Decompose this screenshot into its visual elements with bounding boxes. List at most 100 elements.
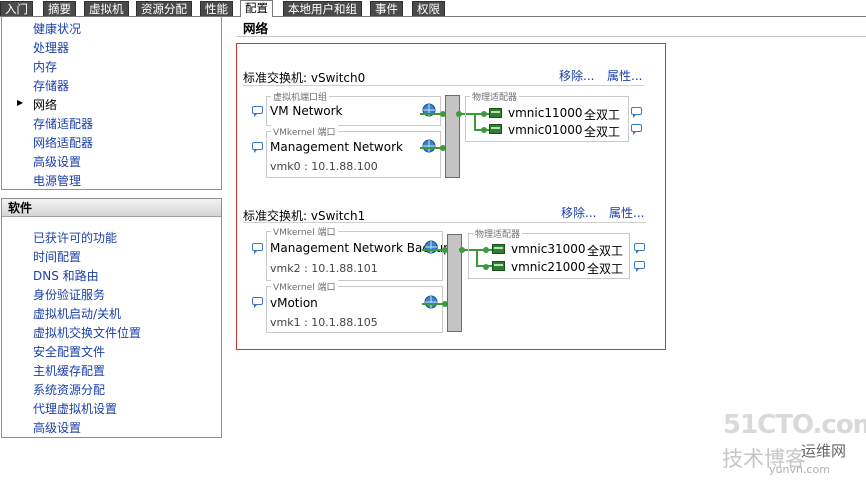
nav-security-profile[interactable]: 安全配置文件 xyxy=(33,345,106,359)
tab-summary[interactable]: 摘要 xyxy=(43,1,76,16)
vswitch0-physical-adapters: 物理适配器 xyxy=(465,90,629,142)
vswitch0-uplink-dot xyxy=(456,111,462,117)
portgroup-kind-label: 虚拟机端口组 xyxy=(271,90,330,103)
nav-networking[interactable]: 网络 xyxy=(33,98,58,112)
vswitch1-portgroup-mgmt-backup[interactable]: VMkernel 端口 Management Network Backup vm… xyxy=(266,225,451,281)
vswitch0-divider xyxy=(243,85,644,86)
vswitch1-port-dot xyxy=(442,301,448,307)
nav-advanced-settings-software[interactable]: 高级设置 xyxy=(33,421,82,435)
highlight-box xyxy=(236,43,666,350)
software-panel-title: 软件 xyxy=(2,199,221,217)
vmkernel-globe-icon xyxy=(424,295,438,309)
vmnic2-info-icon[interactable] xyxy=(634,261,645,272)
vswitch1-remove-link[interactable]: 移除... xyxy=(561,206,597,220)
vswitch0-title: 标准交换机: vSwitch0 xyxy=(243,71,366,85)
vswitch0-vm-network-info-icon[interactable] xyxy=(252,106,263,117)
vmnic2-speed: 1000 xyxy=(555,260,586,274)
vswitch0-remove-link[interactable]: 移除... xyxy=(559,69,595,83)
vmnic2-duplex: 全双工 xyxy=(587,262,624,276)
portgroup-name: VM Network xyxy=(270,104,343,118)
tab-events[interactable]: 事件 xyxy=(370,1,403,16)
vswitch0-bus xyxy=(445,95,460,178)
vswitch0-mgmt-network-info-icon[interactable] xyxy=(252,142,263,153)
vmnic3-name[interactable]: vmnic3 xyxy=(511,242,555,256)
tab-getting-started[interactable]: 入门 xyxy=(0,1,33,16)
vmnic1-name[interactable]: vmnic1 xyxy=(508,106,552,120)
hardware-panel: 健康状况 处理器 内存 存储器 ▶ 网络 存储适配器 网络适配器 高级设置 电源… xyxy=(1,17,222,190)
vmnic1-duplex: 全双工 xyxy=(584,108,621,122)
vmnic-dot xyxy=(481,127,487,133)
nic-card-icon xyxy=(492,244,505,254)
nav-dns-routing[interactable]: DNS 和路由 xyxy=(33,269,99,283)
vmnic2-name[interactable]: vmnic2 xyxy=(511,260,555,274)
vmkernel-globe-icon xyxy=(422,139,436,153)
nav-agent-vm-settings[interactable]: 代理虚拟机设置 xyxy=(33,402,118,416)
vswitch0-portgroup-management-network[interactable]: VMkernel 端口 Management Network vmk0 : 10… xyxy=(266,125,441,178)
vmnic-dot xyxy=(483,247,489,253)
vswitch1-vmotion-info-icon[interactable] xyxy=(252,297,263,308)
nav-health-status[interactable]: 健康状况 xyxy=(33,22,82,36)
vmnic3-info-icon[interactable] xyxy=(634,243,645,254)
vmkernel-globe-icon xyxy=(424,240,438,254)
nav-time-configuration[interactable]: 时间配置 xyxy=(33,250,82,264)
vswitch1-uplink-branch xyxy=(476,249,478,267)
vswitch1-port-dot xyxy=(442,247,448,253)
nav-memory[interactable]: 内存 xyxy=(33,60,58,74)
vswitch0-wire-vm xyxy=(420,113,444,115)
vmkernel-address: vmk0 : 10.1.88.100 xyxy=(270,160,378,173)
vmnic0-name[interactable]: vmnic0 xyxy=(508,123,552,137)
vmnic1-speed: 1000 xyxy=(552,106,583,120)
vswitch1-wire-backup xyxy=(422,249,448,251)
nav-host-cache-configuration[interactable]: 主机缓存配置 xyxy=(33,364,106,378)
vmnic-dot xyxy=(481,111,487,117)
nav-system-resource-allocation[interactable]: 系统资源分配 xyxy=(33,383,106,397)
vswitch0-portgroup-vm-network[interactable]: 虚拟机端口组 VM Network xyxy=(266,90,441,126)
vswitch1-divider xyxy=(243,222,646,223)
vmnic0-duplex: 全双工 xyxy=(584,125,621,139)
nav-network-adapters[interactable]: 网络适配器 xyxy=(33,136,94,150)
page-title: 网络 xyxy=(243,21,269,36)
title-divider xyxy=(237,36,866,37)
nav-storage-adapters[interactable]: 存储适配器 xyxy=(33,117,94,131)
vmnic0-speed: 1000 xyxy=(552,123,583,137)
tab-resource-allocation[interactable]: 资源分配 xyxy=(136,1,192,16)
watermark-tech-blog: 技术博客 xyxy=(722,447,806,471)
portgroup-name: vMotion xyxy=(270,296,318,310)
tab-configuration[interactable]: 配置 xyxy=(240,0,273,17)
nav-authentication-services[interactable]: 身份验证服务 xyxy=(33,288,106,302)
tab-permissions[interactable]: 权限 xyxy=(412,1,445,16)
tab-virtual-machines[interactable]: 虚拟机 xyxy=(84,1,129,16)
portgroup-name: Management Network xyxy=(270,140,403,154)
tab-performance[interactable]: 性能 xyxy=(200,1,233,16)
vswitch1-properties-link[interactable]: 属性... xyxy=(609,206,645,220)
vmkernel-address: vmk2 : 10.1.88.101 xyxy=(270,262,378,275)
nav-storage[interactable]: 存储器 xyxy=(33,79,70,93)
tab-local-users-groups[interactable]: 本地用户和组 xyxy=(283,1,362,16)
nav-advanced-settings[interactable]: 高级设置 xyxy=(33,155,82,169)
watermark-ops-net: 运维网 xyxy=(801,442,847,460)
vmnic3-duplex: 全双工 xyxy=(587,244,624,258)
vmnic1-info-icon[interactable] xyxy=(631,107,642,118)
vswitch1-physical-adapters: 物理适配器 xyxy=(468,227,630,279)
vswitch0-properties-link[interactable]: 属性... xyxy=(607,69,643,83)
nav-power-management[interactable]: 电源管理 xyxy=(33,174,82,188)
vmnic-dot xyxy=(483,264,489,270)
vswitch0-port-dot xyxy=(440,111,446,117)
vswitch0-uplink-branch xyxy=(474,113,476,131)
software-panel: 软件 已获许可的功能 时间配置 DNS 和路由 身份验证服务 虚拟机启动/关机 … xyxy=(1,198,222,438)
adapters-label: 物理适配器 xyxy=(473,227,523,240)
vswitch1-bus xyxy=(447,234,462,332)
nic-card-icon xyxy=(492,261,505,271)
nic-card-icon xyxy=(489,124,502,134)
vmnic0-info-icon[interactable] xyxy=(631,124,642,135)
portgroup-name: Management Network Backup xyxy=(270,241,451,255)
nav-licensed-features[interactable]: 已获许可的功能 xyxy=(33,231,118,245)
vswitch0-wire-mgmt xyxy=(420,147,444,149)
nav-vm-startup-shutdown[interactable]: 虚拟机启动/关机 xyxy=(33,307,122,321)
nav-processors[interactable]: 处理器 xyxy=(33,41,70,55)
vswitch1-portgroup-vmotion[interactable]: VMkernel 端口 vMotion vmk1 : 10.1.88.105 xyxy=(266,280,443,333)
vswitch1-backup-info-icon[interactable] xyxy=(252,243,263,254)
tab-bar-divider xyxy=(0,16,866,17)
nav-vm-swapfile-location[interactable]: 虚拟机交换文件位置 xyxy=(33,326,142,340)
tab-bar: 入门 摘要 虚拟机 资源分配 性能 配置 本地用户和组 事件 权限 xyxy=(0,0,866,17)
